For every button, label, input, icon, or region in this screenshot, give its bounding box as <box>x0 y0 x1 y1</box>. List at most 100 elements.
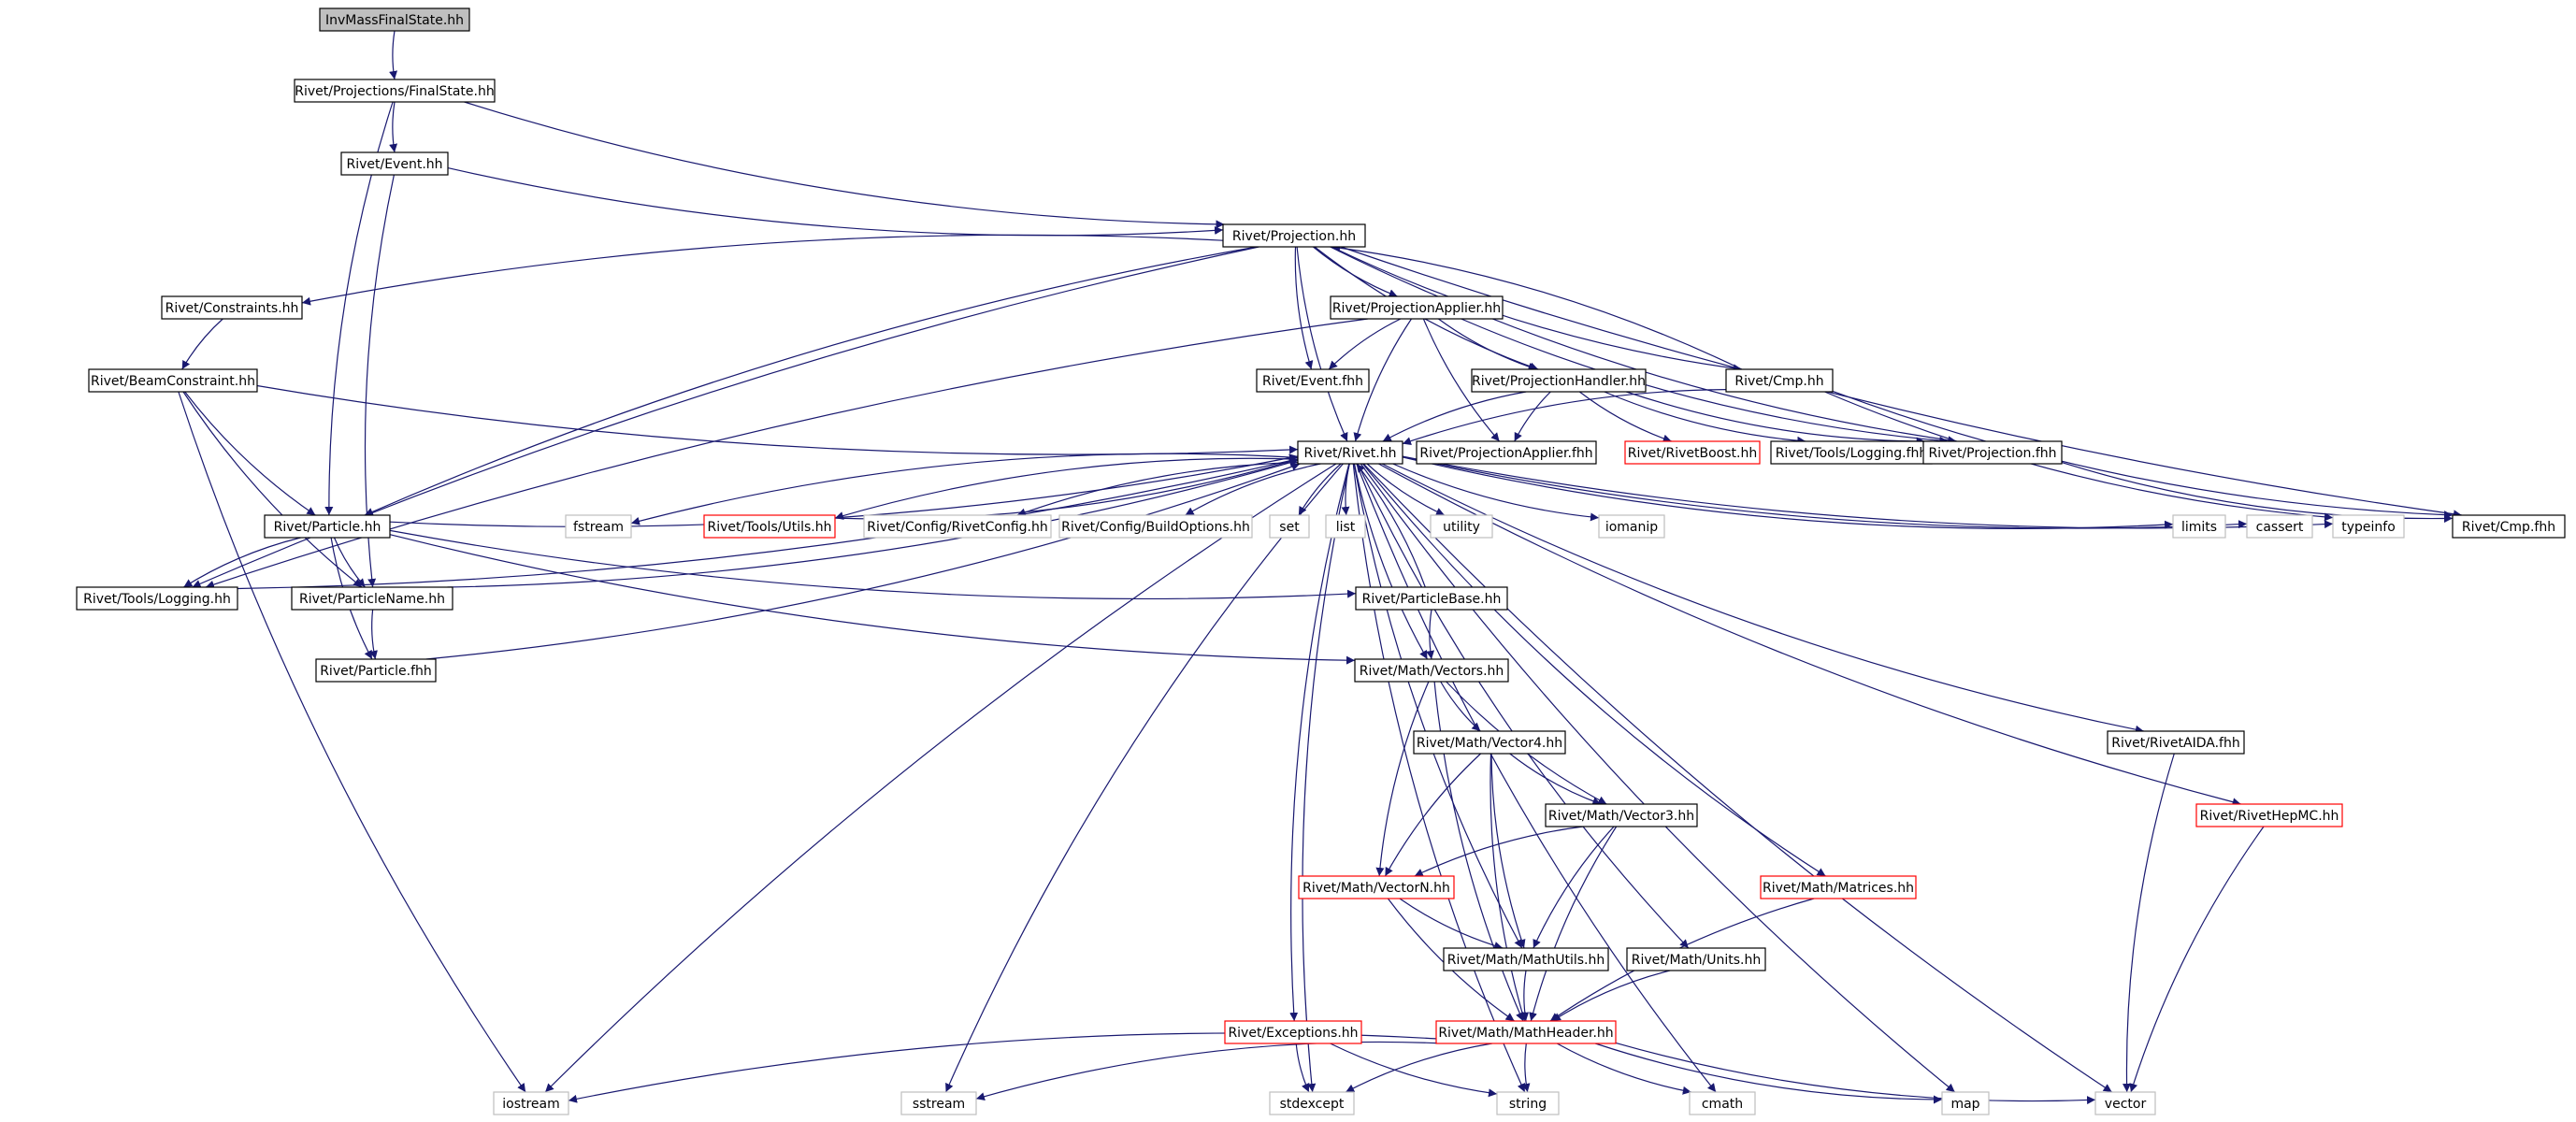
edge-proj-to-particle <box>364 246 1258 516</box>
edge-vectors-to-vectorn <box>1375 681 1430 877</box>
node-label-cmath: cmath <box>1702 1097 1743 1112</box>
node-utils[interactable]: Rivet/Tools/Utils.hh <box>703 514 836 539</box>
node-event[interactable]: Rivet/Event.hh <box>340 151 449 176</box>
node-rivet[interactable]: Rivet/Rivet.hh <box>1297 440 1403 465</box>
edge-particle-to-pbase <box>389 529 1357 600</box>
node-stdexcept[interactable]: stdexcept <box>1269 1091 1355 1115</box>
node-sstream[interactable]: sstream <box>900 1091 977 1115</box>
node-pbase[interactable]: Rivet/ParticleBase.hh <box>1355 586 1508 611</box>
node-box-vectors <box>1354 658 1509 683</box>
node-typeinfo[interactable]: typeinfo <box>2332 514 2405 539</box>
node-matrices[interactable]: Rivet/Math/Matrices.hh <box>1760 875 1917 899</box>
node-label-event: Rivet/Event.hh <box>346 157 442 172</box>
edge-mathheader-to-stdexcept <box>1345 1043 1492 1093</box>
node-label-matrices: Rivet/Math/Matrices.hh <box>1763 881 1914 896</box>
node-label-iomanip: iomanip <box>1605 520 1658 535</box>
node-set[interactable]: set <box>1269 514 1310 539</box>
edge-projhandler-to-projf <box>1626 391 1925 446</box>
edge-particle-to-rivet <box>389 453 1299 527</box>
node-label-limits: limits <box>2181 520 2217 535</box>
node-utility[interactable]: utility <box>1430 514 1493 539</box>
node-label-vectors: Rivet/Math/Vectors.hh <box>1360 664 1504 679</box>
node-mathheader[interactable]: Rivet/Math/MathHeader.hh <box>1435 1020 1617 1044</box>
node-limits[interactable]: limits <box>2172 514 2226 539</box>
node-rivetconfig[interactable]: Rivet/Config/RivetConfig.hh <box>863 514 1052 539</box>
node-box-stdexcept <box>1269 1091 1355 1115</box>
node-iostream[interactable]: iostream <box>493 1091 569 1115</box>
node-eventf[interactable]: Rivet/Event.fhh <box>1256 368 1370 393</box>
node-projappf[interactable]: Rivet/ProjectionApplier.fhh <box>1416 440 1597 465</box>
node-root[interactable]: InvMassFinalState.hh <box>319 7 470 32</box>
node-box-rivet <box>1297 440 1403 465</box>
node-box-hepmc <box>2195 803 2343 827</box>
node-vector4[interactable]: Rivet/Math/Vector4.hh <box>1413 730 1566 755</box>
node-units[interactable]: Rivet/Math/Units.hh <box>1626 947 1766 971</box>
edge-rivet-to-limits <box>1402 456 2174 529</box>
node-label-iostream: iostream <box>502 1097 560 1112</box>
node-string[interactable]: string <box>1496 1091 1560 1115</box>
node-buildopts[interactable]: Rivet/Config/BuildOptions.hh <box>1058 514 1253 539</box>
node-proj[interactable]: Rivet/Projection.hh <box>1222 223 1366 248</box>
edge-proj-to-projf <box>1330 246 1957 445</box>
edges-layer <box>178 30 2462 1105</box>
node-box-pbase <box>1355 586 1508 611</box>
node-label-toolslogf: Rivet/Tools/Logging.fhh <box>1776 446 1928 461</box>
edge-beamc-to-iostream <box>178 391 526 1093</box>
node-particlef[interactable]: Rivet/Particle.fhh <box>315 658 437 683</box>
node-label-projf: Rivet/Projection.fhh <box>1928 446 2056 461</box>
node-projhandler[interactable]: Rivet/ProjectionHandler.hh <box>1471 368 1647 393</box>
edge-pbase-to-vectors <box>1426 609 1435 660</box>
node-label-utility: utility <box>1443 520 1480 535</box>
node-box-particlef <box>315 658 437 683</box>
node-box-iostream <box>493 1091 569 1115</box>
node-toolslogf[interactable]: Rivet/Tools/Logging.fhh <box>1770 440 1933 465</box>
edge-vector4-to-vector3 <box>1509 753 1602 806</box>
node-box-cassert <box>2246 514 2313 539</box>
edge-exceptions-to-string <box>1330 1043 1498 1098</box>
node-vector3[interactable]: Rivet/Math/Vector3.hh <box>1545 803 1698 827</box>
edge-vector3-to-vectorn <box>1414 826 1584 877</box>
node-fstream[interactable]: fstream <box>565 514 632 539</box>
edge-rivet-to-cmath <box>1356 463 1717 1093</box>
node-cmath[interactable]: cmath <box>1689 1091 1756 1115</box>
node-vector[interactable]: vector <box>2094 1091 2156 1115</box>
node-fs[interactable]: Rivet/Projections/FinalState.hh <box>294 79 496 103</box>
node-pname[interactable]: Rivet/ParticleName.hh <box>291 586 453 611</box>
edge-projf-to-cmpf <box>2061 462 2454 524</box>
node-aida[interactable]: Rivet/RivetAIDA.fhh <box>2107 730 2245 755</box>
node-exceptions[interactable]: Rivet/Exceptions.hh <box>1224 1020 1362 1044</box>
edge-beamc-to-rivet <box>256 384 1299 455</box>
node-box-eventf <box>1256 368 1370 393</box>
edge-rivet-to-cassert <box>1402 455 2248 529</box>
node-label-hepmc: Rivet/RivetHepMC.hh <box>2200 809 2339 824</box>
node-particle[interactable]: Rivet/Particle.hh <box>264 514 391 539</box>
node-mathutils[interactable]: Rivet/Math/MathUtils.hh <box>1443 947 1609 971</box>
node-label-rivetconfig: Rivet/Config/RivetConfig.hh <box>867 520 1047 535</box>
node-label-sstream: sstream <box>913 1097 965 1112</box>
node-beamc[interactable]: Rivet/BeamConstraint.hh <box>88 368 258 393</box>
edge-fs-to-proj <box>464 101 1225 229</box>
edge-mathutils-to-mathheader <box>1520 970 1530 1022</box>
node-map[interactable]: map <box>1941 1091 1990 1115</box>
node-projf[interactable]: Rivet/Projection.fhh <box>1922 440 2063 465</box>
edge-rivet-to-buildopts <box>1185 463 1321 516</box>
node-box-event <box>340 151 449 176</box>
edge-projapp-to-rivet <box>1353 318 1412 442</box>
node-vectors[interactable]: Rivet/Math/Vectors.hh <box>1354 658 1509 683</box>
edge-rivet-to-iomanip <box>1392 463 1600 522</box>
node-toolslog[interactable]: Rivet/Tools/Logging.hh <box>76 586 238 611</box>
node-cmp[interactable]: Rivet/Cmp.hh <box>1725 368 1834 393</box>
node-vectorn[interactable]: Rivet/Math/VectorN.hh <box>1298 875 1455 899</box>
node-constraints[interactable]: Rivet/Constraints.hh <box>161 295 303 320</box>
edge-rivet-to-sstream <box>945 463 1344 1093</box>
node-projapp[interactable]: Rivet/ProjectionApplier.hh <box>1330 295 1504 320</box>
node-hepmc[interactable]: Rivet/RivetHepMC.hh <box>2195 803 2343 827</box>
edge-mathheader-to-cmath <box>1556 1043 1691 1095</box>
node-iomanip[interactable]: iomanip <box>1598 514 1665 539</box>
node-list[interactable]: list <box>1325 514 1366 539</box>
node-box-particle <box>264 514 391 539</box>
node-box-utility <box>1430 514 1493 539</box>
node-cmpf[interactable]: Rivet/Cmp.fhh <box>2452 514 2566 539</box>
node-cassert[interactable]: cassert <box>2246 514 2313 539</box>
node-rivetboost[interactable]: Rivet/RivetBoost.hh <box>1624 440 1761 465</box>
